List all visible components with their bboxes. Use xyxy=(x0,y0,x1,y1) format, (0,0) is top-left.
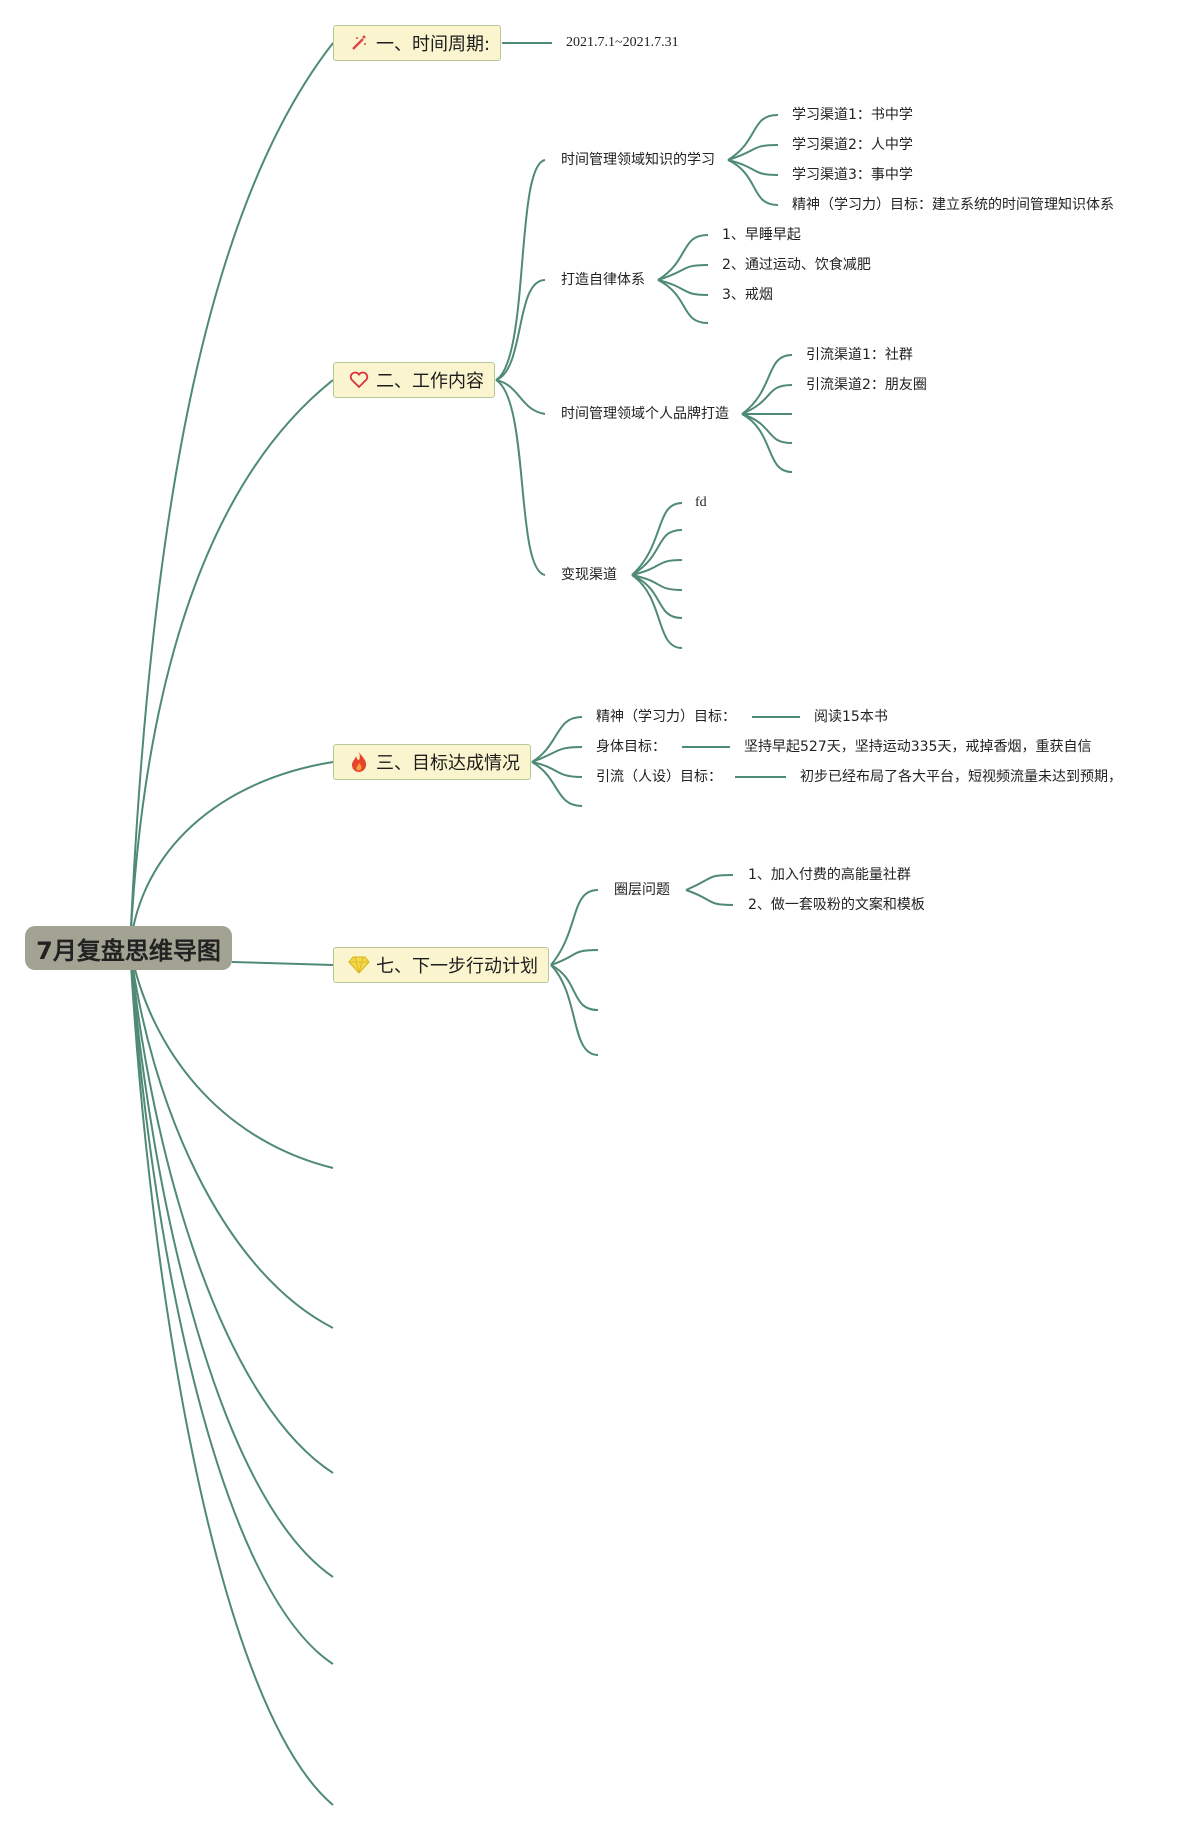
branch-next-actions[interactable]: 七、下一步行动计划 xyxy=(333,947,549,983)
list-item[interactable]: 学习渠道3：事中学 xyxy=(792,167,913,183)
link-t4-i5 xyxy=(631,574,683,619)
topic-self-discipline[interactable]: 打造自律体系 xyxy=(561,272,645,288)
link-t2-i4 xyxy=(657,279,709,324)
heart-icon xyxy=(348,369,370,391)
link-t4-i6 xyxy=(631,574,683,649)
goal-result[interactable]: 初步已经布局了各大平台，短视频流量未达到预期， xyxy=(800,769,1122,785)
diamond-icon xyxy=(348,954,370,976)
link-t4-i2 xyxy=(631,529,683,576)
goal-label[interactable]: 身体目标： xyxy=(596,739,666,755)
link-t3-i2 xyxy=(741,384,793,415)
link-t2-i1 xyxy=(657,234,709,281)
link-b4-p4 xyxy=(550,964,599,1056)
list-item[interactable]: 学习渠道1：书中学 xyxy=(792,107,913,123)
link-t1-i2 xyxy=(727,144,779,161)
branch-work-content[interactable]: 二、工作内容 xyxy=(333,362,495,398)
link-b4-p2 xyxy=(550,949,599,966)
link-t1-i3 xyxy=(727,159,779,176)
goal-label[interactable]: 引流（人设）目标： xyxy=(596,769,722,785)
link-t2-i3 xyxy=(657,279,709,296)
link-root-empty4 xyxy=(129,947,334,1578)
branch-goal-status[interactable]: 三、目标达成情况 xyxy=(333,744,531,780)
link-b2-t3 xyxy=(495,379,546,415)
link-t2-i2 xyxy=(657,264,709,281)
link-root-empty5 xyxy=(129,947,334,1665)
link-b2-t2 xyxy=(495,279,546,381)
link-root-empty2 xyxy=(129,947,334,1329)
branch-label: 一、时间周期: xyxy=(376,34,491,55)
fire-icon xyxy=(348,751,370,773)
link-b3-g2 xyxy=(531,746,583,763)
list-item[interactable]: 精神（学习力）目标：建立系统的时间管理知识体系 xyxy=(792,197,1114,213)
topic-personal-brand[interactable]: 时间管理领域个人品牌打造 xyxy=(561,406,729,422)
link-b3-g1 xyxy=(531,716,583,763)
list-item[interactable]: 3、戒烟 xyxy=(722,287,773,303)
link-root-branch1 xyxy=(129,42,334,949)
goal-result[interactable]: 阅读15本书 xyxy=(814,709,888,725)
link-t1-i1 xyxy=(727,114,779,161)
list-item[interactable]: fd xyxy=(695,495,707,510)
link-b3-g3 xyxy=(531,761,583,778)
topic-monetization[interactable]: 变现渠道 xyxy=(561,567,617,583)
link-root-branch3 xyxy=(129,761,334,949)
link-root-empty6 xyxy=(129,947,334,1806)
link-t1-i4 xyxy=(727,159,779,206)
link-t4-i4 xyxy=(631,574,683,591)
link-root-branch4 xyxy=(231,961,334,966)
list-item[interactable]: 1、早睡早起 xyxy=(722,227,801,243)
list-item[interactable]: 学习渠道2：人中学 xyxy=(792,137,913,153)
link-b4-p1 xyxy=(550,889,599,966)
link-t4-i3 xyxy=(631,559,683,576)
list-item[interactable]: 2、通过运动、饮食减肥 xyxy=(722,257,871,273)
date-range: 2021.7.1~2021.7.31 xyxy=(566,35,679,50)
branch-label: 二、工作内容 xyxy=(376,371,484,392)
link-b2-t1 xyxy=(495,159,546,381)
link-t3-i1 xyxy=(741,354,793,415)
link-b2-t4 xyxy=(495,379,546,576)
link-root-empty1 xyxy=(129,947,334,1169)
list-item[interactable]: 引流渠道1：社群 xyxy=(806,347,913,363)
list-item[interactable]: 2、做一套吸粉的文案和模板 xyxy=(748,897,925,913)
goal-label[interactable]: 精神（学习力）目标： xyxy=(596,709,736,725)
link-t3-i4 xyxy=(741,413,793,444)
root-node[interactable]: 7月复盘思维导图 xyxy=(25,926,232,970)
topic-time-mgmt-learning[interactable]: 时间管理领域知识的学习 xyxy=(561,152,715,168)
link-root-empty3 xyxy=(129,947,334,1474)
list-item[interactable]: 1、加入付费的高能量社群 xyxy=(748,867,911,883)
link-root-branch2 xyxy=(129,379,334,949)
link-t4-i1 xyxy=(631,502,683,576)
list-item[interactable]: 引流渠道2：朋友圈 xyxy=(806,377,927,393)
branch-label: 三、目标达成情况 xyxy=(376,753,520,774)
magic-wand-icon xyxy=(348,32,370,54)
link-t3-i5 xyxy=(741,413,793,473)
goal-result[interactable]: 坚持早起527天，坚持运动335天，戒掉香烟，重获自信 xyxy=(744,739,1092,755)
link-p1-i1 xyxy=(685,874,734,891)
link-b3-g4 xyxy=(531,761,583,807)
branch-time-period[interactable]: 一、时间周期: xyxy=(333,25,502,61)
branch-label: 七、下一步行动计划 xyxy=(376,956,538,977)
topic-circle-issue[interactable]: 圈层问题 xyxy=(614,882,670,898)
link-b4-p3 xyxy=(550,964,599,1011)
link-p1-i2 xyxy=(685,889,734,906)
